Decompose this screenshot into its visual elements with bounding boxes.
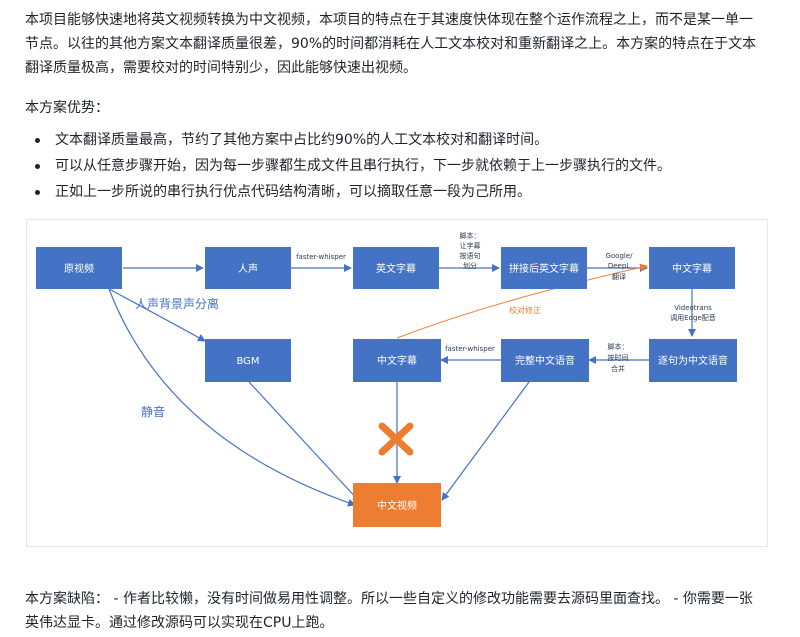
node-label: 拼接后英文字幕 (509, 262, 579, 275)
workflow-diagram: 原视频 人声 英文字幕 拼接后英文字幕 中文字幕 BGM 中文字幕 完整中文语音… (26, 219, 768, 547)
node-label: 中文字幕 (672, 262, 712, 275)
node-label: 原视频 (64, 262, 94, 275)
node-voice (205, 247, 291, 289)
svg-text:Google/: Google/ (605, 252, 633, 260)
svg-text:Videotrans: Videotrans (674, 304, 712, 312)
svg-text:按时间: 按时间 (608, 353, 629, 362)
node-label: BGM (236, 356, 259, 367)
node-original-video (36, 247, 122, 289)
node-bgm (205, 339, 291, 382)
bullet-icon (35, 138, 40, 143)
node-chinese-subs-top (649, 247, 735, 289)
node-label: 英文字幕 (376, 262, 416, 275)
bullet-icon (35, 164, 40, 169)
cons-paragraph: 本方案缺陷： - 作者比较懒，没有时间做易用性调整。所以一些自定义的修改功能需要… (25, 591, 753, 631)
arrow-original-to-bgm (108, 288, 206, 342)
list-item: 正如上一步所说的串行执行优点代码结构清晰，可以摘取任意一段为己所用。 (25, 182, 765, 202)
svg-text:脚本：: 脚本： (460, 231, 481, 240)
workflow-svg: 原视频 人声 英文字幕 拼接后英文字幕 中文字幕 BGM 中文字幕 完整中文语音… (36, 231, 737, 527)
node-full-chinese-audio (501, 339, 589, 382)
advantages-list: 文本翻译质量最高，节约了其他方案中占比约90%的人工文本校对和翻译时间。 可以从… (25, 130, 765, 208)
label-faster-whisper-2: faster-whisper (445, 345, 495, 353)
label-faster-whisper-1: faster-whisper (296, 253, 346, 261)
node-sentence-chinese-audio (649, 339, 737, 382)
label-videotrans: Videotrans 调用Edge配音 (670, 304, 716, 322)
node-label: 中文字幕 (377, 354, 417, 367)
svg-text:按语句: 按语句 (460, 251, 481, 260)
advantages-heading: 本方案优势： (25, 100, 109, 116)
list-item: 文本翻译质量最高，节约了其他方案中占比约90%的人工文本校对和翻译时间。 (25, 130, 765, 150)
svg-text:脚本：: 脚本： (608, 342, 629, 351)
bullet-icon (35, 190, 40, 195)
node-chinese-video (353, 483, 441, 527)
label-script-2: 脚本： 按时间 合并 (608, 342, 629, 373)
arrow-audio-to-video (441, 381, 530, 501)
svg-text:调用Edge配音: 调用Edge配音 (670, 313, 716, 322)
label-vocal-separation: 人声背景声分离 (135, 296, 219, 311)
node-label: 人声 (238, 262, 258, 275)
label-mute: 静音 (141, 404, 165, 419)
arrow-bgm-to-video (248, 381, 361, 503)
arrow-proofread (396, 263, 648, 339)
node-merged-english-subs (501, 247, 587, 289)
svg-text:翻译: 翻译 (612, 272, 626, 281)
label-proofread: 校对修正 (509, 305, 541, 315)
x-mark-icon (378, 422, 414, 456)
svg-text:让字幕: 让字幕 (460, 241, 481, 250)
intro-paragraph: 本项目能够快速地将英文视频转换为中文视频，本项目的特点在于其速度快体现在整个运作… (25, 12, 757, 76)
label-google-deepl: Google/ DeepL 翻译 (605, 252, 633, 281)
node-label: 中文视频 (377, 499, 417, 512)
node-label: 完整中文语音 (515, 354, 575, 367)
svg-text:合并: 合并 (611, 364, 625, 373)
arrow-original-to-video-mute (108, 288, 356, 507)
svg-text:DeepL: DeepL (608, 262, 630, 270)
list-item: 可以从任意步骤开始，因为每一步骤都生成文件且串行执行，下一步就依赖于上一步骤执行… (25, 156, 765, 176)
label-script-1: 脚本： 让字幕 按语句 划分 (460, 231, 481, 270)
svg-text:划分: 划分 (463, 261, 477, 270)
node-label: 逐句为中文语音 (658, 354, 728, 367)
node-english-subs (353, 247, 439, 289)
node-chinese-subs-mid (353, 339, 441, 382)
